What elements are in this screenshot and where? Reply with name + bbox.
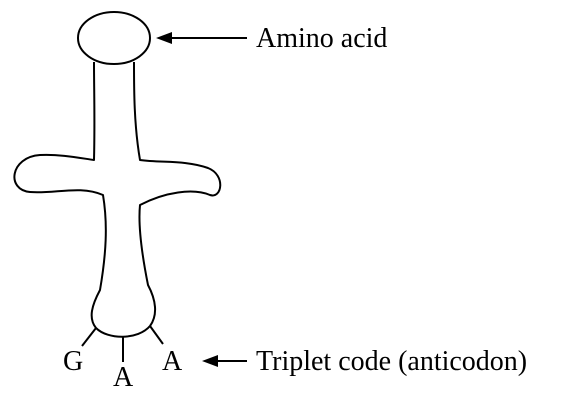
anticodon-base-a2: A bbox=[162, 346, 183, 377]
anticodon-base-a1: A bbox=[113, 362, 134, 393]
amino-acid-arrow-head bbox=[156, 32, 172, 44]
amino-acid-label: Amino acid bbox=[256, 23, 388, 54]
triplet-arrow-head bbox=[202, 355, 218, 367]
base-line-a2 bbox=[149, 325, 164, 345]
trna-body-outline bbox=[13, 61, 222, 338]
base-line-g bbox=[81, 327, 97, 347]
amino-acid-shape bbox=[77, 11, 151, 65]
triplet-code-label: Triplet code (anticodon) bbox=[256, 346, 528, 377]
anticodon-base-g: G bbox=[63, 346, 84, 377]
